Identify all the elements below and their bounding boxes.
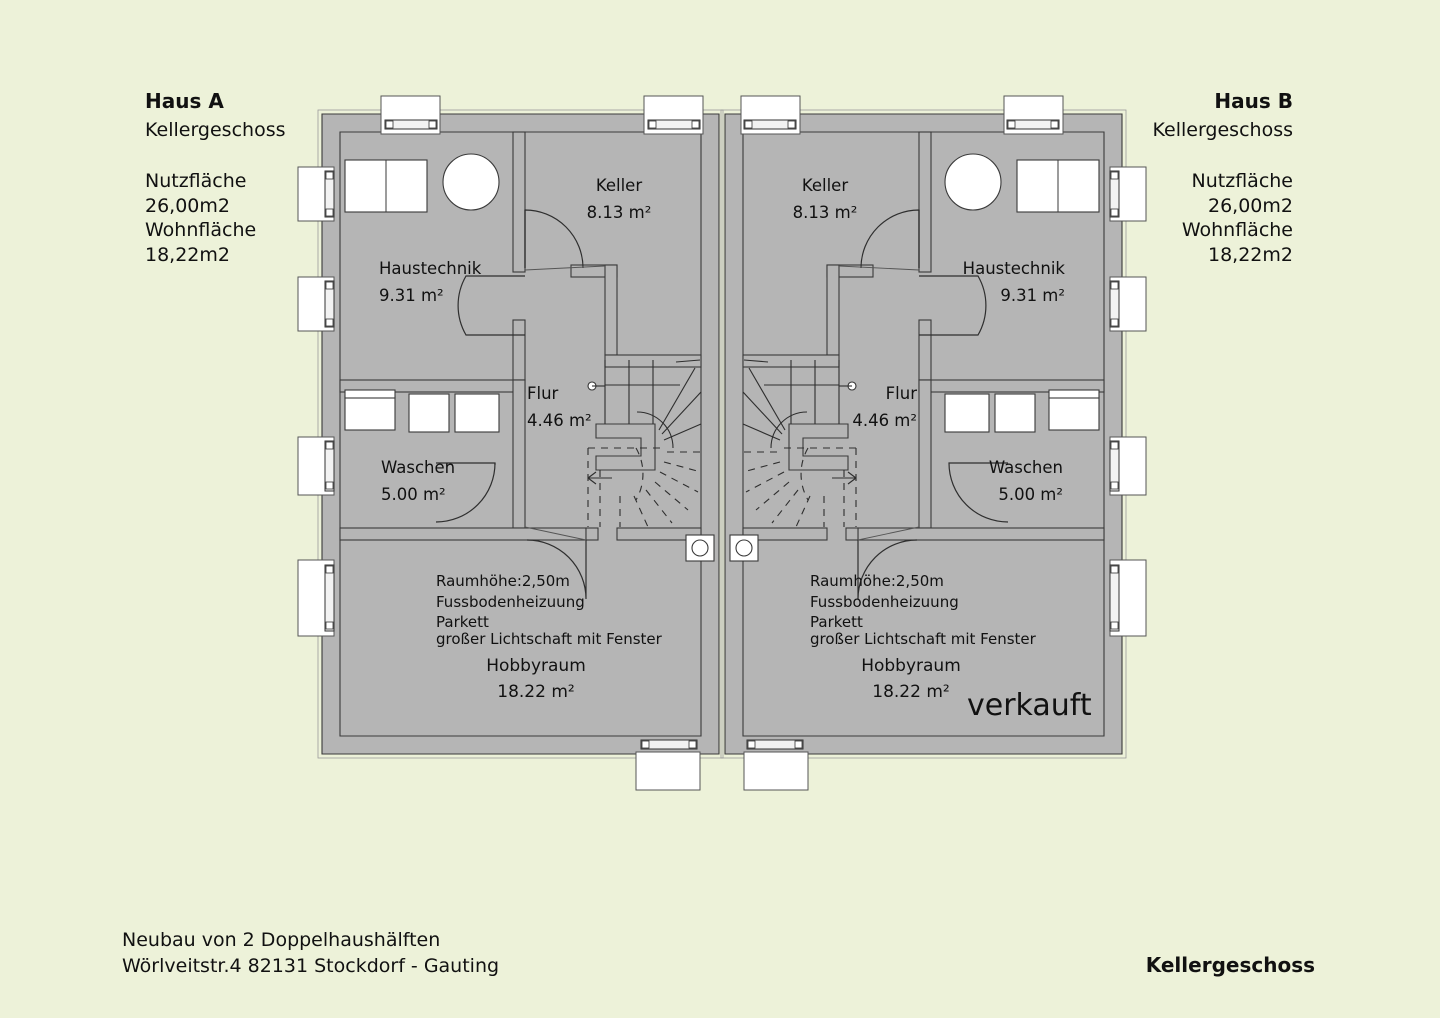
house-a-info-block: Haus A Kellergeschoss Nutzfläche 26,00m2… — [145, 89, 286, 266]
house-a-room-labels: Keller 8.13 m² Haustechnik 9.31 m² Flur … — [379, 176, 663, 702]
label-flur-name-b: Flur — [886, 384, 918, 403]
house-a-wohnflaeche-label: Wohnfläche — [145, 219, 256, 241]
label-flur-name-a: Flur — [527, 384, 559, 403]
house-a-staircase — [587, 359, 702, 528]
label-keller-area-a: 8.13 m² — [587, 203, 652, 222]
house-a-floor: Kellergeschoss — [145, 119, 286, 141]
label-hobbyraum-name-b: Hobbyraum — [861, 656, 961, 676]
label-hobbyraum-area-b: 18.22 m² — [872, 682, 949, 702]
house-a-stair-wall — [595, 423, 656, 471]
label-keller-name-a: Keller — [596, 176, 642, 195]
house-a-outline — [317, 109, 724, 759]
label-hobbyraum-area-a: 18.22 m² — [497, 682, 574, 702]
status-badge-verkauft: verkauft — [967, 688, 1092, 723]
note-raumhoehe-b: Raumhöhe:2,50m — [810, 572, 944, 590]
label-haustechnik-name-b: Haustechnik — [963, 259, 1066, 278]
label-waschen-name-b: Waschen — [989, 458, 1063, 477]
label-waschen-area-a: 5.00 m² — [381, 485, 446, 504]
house-b-windows — [743, 119, 1120, 750]
footer-block: Neubau von 2 Doppelhaushälften Wörlveits… — [122, 929, 1315, 977]
house-b-doors — [838, 209, 1009, 600]
house-b-stair-wall — [788, 423, 849, 471]
house-b-interior-walls — [742, 131, 1105, 541]
footer-project-line: Neubau von 2 Doppelhaushälften — [122, 929, 440, 951]
note-lichtschaft-a: großer Lichtschaft mit Fenster — [436, 630, 663, 648]
house-a-windows — [324, 119, 701, 750]
label-haustechnik-name-a: Haustechnik — [379, 259, 482, 278]
house-b-floor: Kellergeschoss — [1153, 119, 1294, 141]
footer-address-line: Wörlveitstr.4 82131 Stockdorf - Gauting — [122, 955, 499, 977]
house-b-staircase — [742, 359, 857, 528]
label-flur-area-a: 4.46 m² — [527, 411, 592, 430]
note-raumhoehe-a: Raumhöhe:2,50m — [436, 572, 570, 590]
label-hobbyraum-name-a: Hobbyraum — [486, 656, 586, 676]
label-keller-name-b: Keller — [802, 176, 848, 195]
house-b-room-labels: Keller 8.13 m² Haustechnik 9.31 m² Flur … — [793, 176, 1066, 702]
house-a-doors — [435, 209, 606, 600]
house-a-title: Haus A — [145, 89, 224, 113]
note-parkett-b: Parkett — [810, 613, 863, 631]
house-a-nutzflaeche-value: 26,00m2 — [145, 195, 230, 217]
house-b-lightshafts-bottom — [743, 751, 809, 791]
house-a-interior-walls — [339, 131, 702, 541]
house-b-outline — [720, 109, 1127, 759]
note-lichtschaft-b: großer Lichtschaft mit Fenster — [810, 630, 1037, 648]
house-a-plan: Keller 8.13 m² Haustechnik 9.31 m² Flur … — [297, 95, 724, 791]
note-parkett-a: Parkett — [436, 613, 489, 631]
house-a-lightshafts-bottom — [635, 751, 701, 791]
house-a-fixtures — [344, 153, 715, 562]
label-haustechnik-area-a: 9.31 m² — [379, 286, 444, 305]
label-waschen-area-b: 5.00 m² — [998, 485, 1063, 504]
label-flur-area-b: 4.46 m² — [852, 411, 917, 430]
house-b-nutzflaeche-value: 26,00m2 — [1208, 195, 1293, 217]
house-a-wohnflaeche-value: 18,22m2 — [145, 244, 230, 266]
note-heizung-a: Fussbodenheizuung — [436, 593, 585, 611]
note-heizung-b: Fussbodenheizuung — [810, 593, 959, 611]
house-b-plan — [720, 95, 1147, 791]
house-b-info-block: Haus B Kellergeschoss Nutzfläche 26,00m2… — [1153, 89, 1294, 266]
house-b-wohnflaeche-value: 18,22m2 — [1208, 244, 1293, 266]
house-a-nutzflaeche-label: Nutzfläche — [145, 170, 246, 192]
label-keller-area-b: 8.13 m² — [793, 203, 858, 222]
house-b-wohnflaeche-label: Wohnfläche — [1182, 219, 1293, 241]
label-haustechnik-area-b: 9.31 m² — [1000, 286, 1065, 305]
house-b-title: Haus B — [1214, 89, 1293, 113]
house-b-fixtures — [729, 153, 1100, 562]
house-b-nutzflaeche-label: Nutzfläche — [1192, 170, 1293, 192]
footer-sheet-title: Kellergeschoss — [1146, 953, 1315, 977]
label-waschen-name-a: Waschen — [381, 458, 455, 477]
